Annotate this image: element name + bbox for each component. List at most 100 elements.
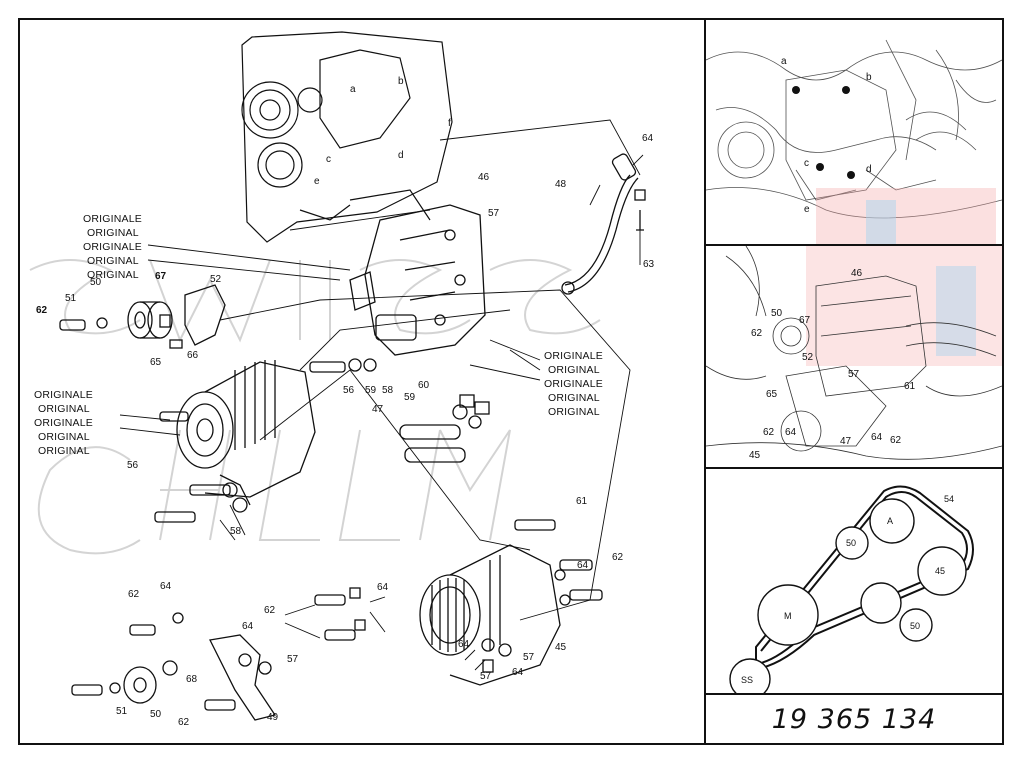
photo-mid-callout-64b: 64 [871,432,883,443]
part-number: 19 365 134 [771,703,937,735]
engine-bay-photo-top: a b c d e [706,20,1002,246]
callout-e: e [314,176,320,187]
photo-mid-callout-62c: 62 [890,435,902,446]
photo-mid-callout-62b: 62 [763,427,775,438]
callout-65: 65 [150,357,162,368]
pulley-45 [917,546,967,596]
bracket-46 [349,204,486,356]
callout-51: 51 [65,293,77,304]
alternator-lower [419,519,603,686]
callout-48: 48 [555,179,567,190]
photo-mid-callout-61: 61 [904,381,916,392]
callout-50b: 50 [150,709,162,720]
part-number-panel: 19 365 134 [706,695,1002,743]
pulley-50-upper [835,526,869,560]
svg-text:54: 54 [944,494,954,504]
callout-64f: 64 [458,639,470,650]
red-accent-overlay [816,188,996,244]
photo-mid-callout-50: 50 [771,308,783,319]
belt-routing-diagram: A 54 50 45 M 50 SS [729,485,974,693]
originale-label-group-mid-left: ORIGINALE ORIGINAL ORIGINALE ORIGINAL OR… [34,389,93,457]
svg-text:A: A [887,516,893,526]
diagram-frame: ORIGINALE ORIGINAL ORIGINALE ORIGINAL OR… [18,18,1004,745]
callout-57b: 57 [287,654,299,665]
photo-top-callout-a: a [781,56,787,67]
svg-text:45: 45 [935,566,945,576]
watermark [29,259,601,555]
callout-b: b [398,76,404,87]
callout-56: 56 [343,385,355,396]
svg-text:M: M [784,611,792,621]
callout-62b: 62 [612,552,624,563]
svg-text:ORIGINAL: ORIGINAL [548,392,600,404]
callout-64c: 64 [377,582,389,593]
svg-text:ORIGINALE: ORIGINALE [544,378,603,390]
callout-47: 47 [372,404,384,415]
callout-62: 62 [36,305,48,316]
belt-routing-panel: A 54 50 45 M 50 SS [706,469,1002,695]
svg-text:SS: SS [741,675,753,685]
callout-64: 64 [642,133,654,144]
photo-mid-callout-57: 57 [848,369,860,380]
callout-45: 45 [555,642,567,653]
strut-48 [561,153,646,295]
photo-mid-callout-52: 52 [802,352,814,363]
callout-58b: 58 [230,526,242,537]
callout-61: 61 [576,496,588,507]
photo-top-callout-c: c [804,158,809,169]
svg-text:ORIGINALE: ORIGINALE [83,241,142,253]
callout-59b: 59 [404,392,416,403]
engine-bay-sketch-mid: 46 50 67 62 52 57 61 65 62 64 47 64 62 4… [706,246,1002,461]
callout-46: 46 [478,172,490,183]
callout-58: 58 [382,385,394,396]
photo-top-callout-e: e [804,204,810,215]
callout-a: a [350,84,356,95]
exploded-view-panel: ORIGINALE ORIGINAL ORIGINALE ORIGINAL OR… [20,20,706,743]
callout-62c: 62 [264,605,276,616]
callout-64e: 64 [242,621,254,632]
alternator-upper [176,360,316,506]
svg-text:ORIGINAL: ORIGINAL [87,255,139,267]
callout-50: 50 [90,277,102,288]
svg-text:ORIGINAL: ORIGINAL [38,445,90,457]
originale-label-group-right: ORIGINALE ORIGINAL ORIGINALE ORIGINAL OR… [544,350,603,418]
mounting-hardware-lower [71,587,366,721]
callout-52: 52 [210,274,222,285]
exploded-view-drawing: ORIGINALE ORIGINAL ORIGINALE ORIGINAL OR… [29,31,655,728]
svg-text:ORIGINALE: ORIGINALE [83,213,142,225]
svg-text:50: 50 [910,621,920,631]
callout-d: d [398,150,404,161]
svg-text:ORIGINALE: ORIGINALE [34,389,93,401]
callout-f: f [448,118,451,129]
callout-60: 60 [418,380,430,391]
callout-57: 57 [488,208,500,219]
callout-66: 66 [187,350,199,361]
pulley-M [757,584,819,646]
photo-mid-callout-65: 65 [766,389,778,400]
part-callouts: a b c d e f 46 48 64 63 57 50 67 52 51 6… [36,76,655,728]
photo-top-callout-d: d [866,164,872,175]
svg-text:ORIGINAL: ORIGINAL [87,227,139,239]
photo-mid-callout-47: 47 [840,436,852,447]
idler-center [860,582,902,624]
svg-text:ORIGINAL: ORIGINAL [38,403,90,415]
svg-text:ORIGINALE: ORIGINALE [34,417,93,429]
callout-49: 49 [267,712,279,723]
photo-mid-callout-67: 67 [799,315,811,326]
svg-text:ORIGINAL: ORIGINAL [548,406,600,418]
photo-mid-callout-46: 46 [851,268,863,279]
engine-block [241,31,453,243]
svg-text:ORIGINAL: ORIGINAL [38,431,90,443]
callout-51b: 51 [116,706,128,717]
svg-text:ORIGINALE: ORIGINALE [544,350,603,362]
pulley-50-lower [899,608,933,642]
belt-54 [755,485,974,671]
svg-text:ORIGINAL: ORIGINAL [548,364,600,376]
photo-mid-callout-62: 62 [751,328,763,339]
callout-c: c [326,154,331,165]
pulley-A [869,498,915,544]
originale-label-group-top-left: ORIGINALE ORIGINAL ORIGINALE ORIGINAL OR… [83,213,142,281]
pulley-assembly-upper [59,284,226,349]
callout-68: 68 [186,674,198,685]
callout-57c: 57 [523,652,535,663]
